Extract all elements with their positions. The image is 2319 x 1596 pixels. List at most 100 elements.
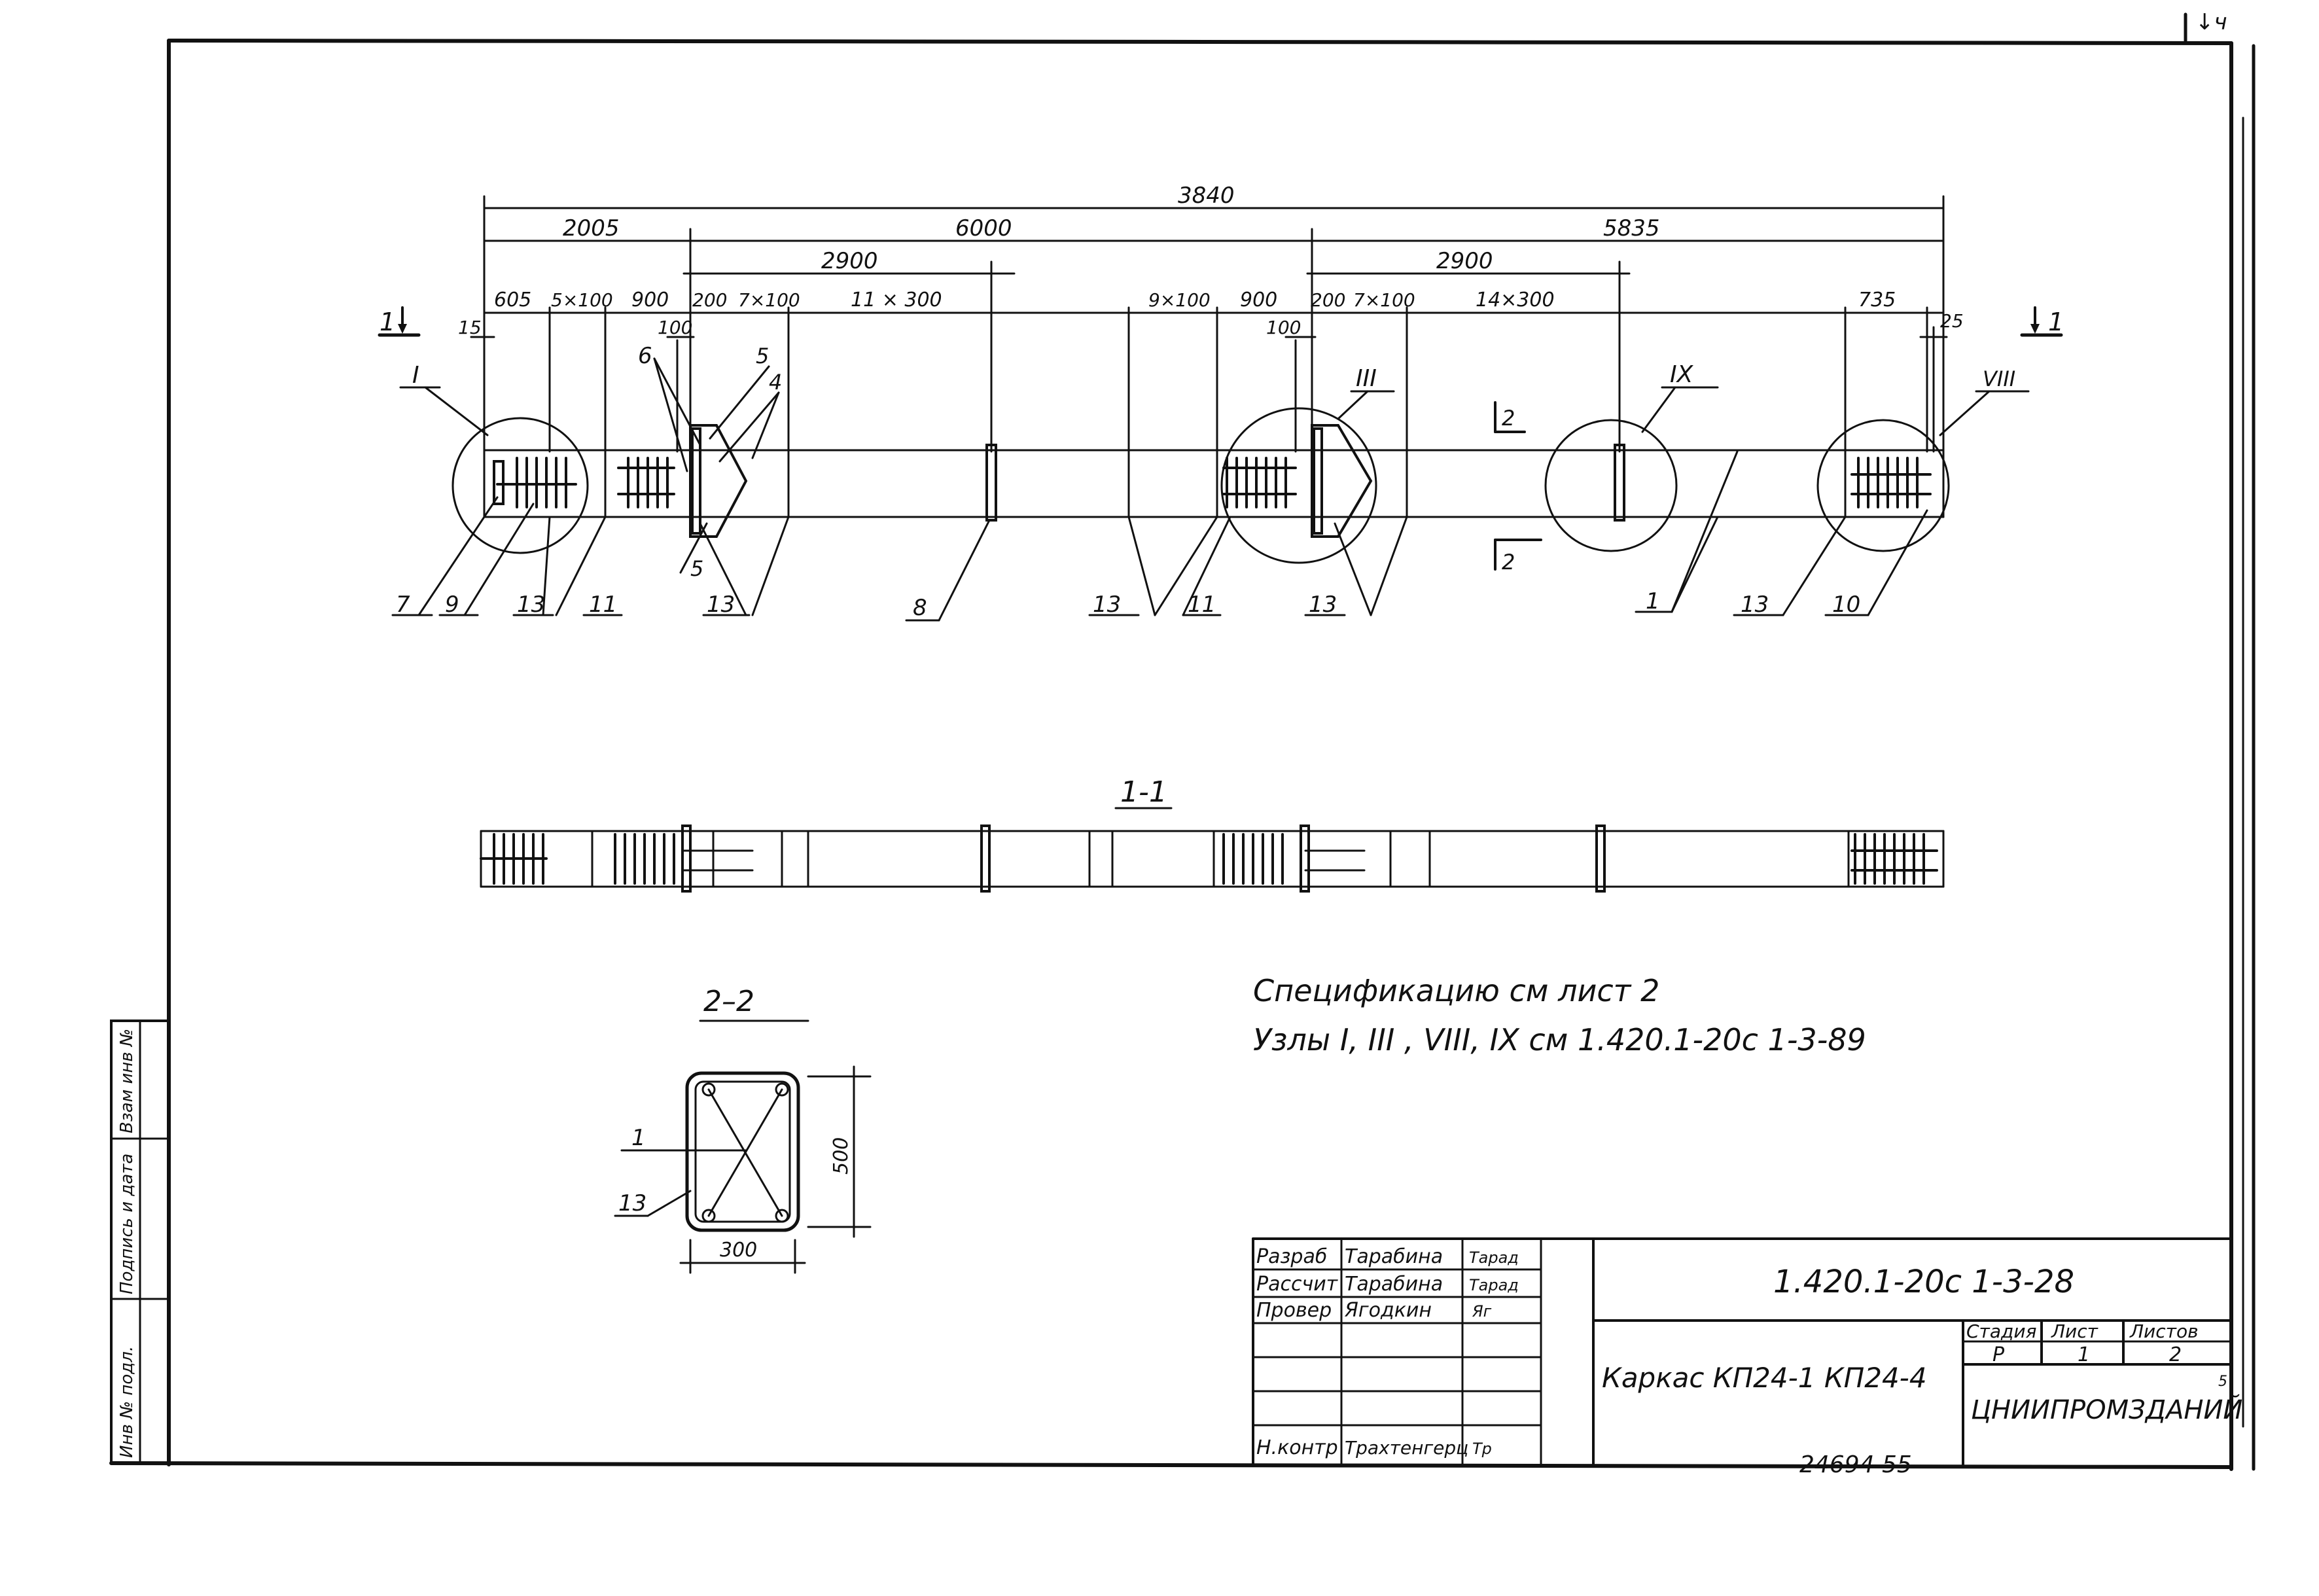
callout-11-b: 11 (1188, 592, 1216, 618)
callout-13-e: 13 (1741, 592, 1769, 618)
node-label-ix-text: IX (1670, 361, 1694, 388)
tb-sign-6: Тр (1472, 1440, 1492, 1458)
section-2-2-height: 500 (830, 1137, 853, 1175)
callout-4: 4 (769, 370, 782, 395)
node-circle-ix (1544, 419, 1678, 552)
callout-1: 1 (1646, 588, 1660, 614)
tb-sheets: 2 (2169, 1343, 2182, 1366)
node-circle-iii (1220, 407, 1377, 564)
section-cut-marker-left: 1 (378, 306, 421, 337)
section-2-label-top: 2 (1502, 406, 1515, 431)
tb-stage-header: Стадия (1966, 1321, 2036, 1342)
dim-9x100: 9×100 (1148, 289, 1211, 311)
node-label-viii-text: VIII (1983, 366, 2015, 391)
callout-13-d: 13 (1309, 592, 1337, 618)
node-label-iii: III (1337, 365, 1395, 420)
callouts-top: 6 5 4 (638, 343, 782, 472)
note-nodes-reference: Узлы I, III , VIII, IX см 1.420.1-20с 1-… (1253, 1022, 1866, 1057)
tb-role-0: Разраб (1256, 1245, 1327, 1268)
note-specification: Спецификацию см лист 2 (1253, 973, 1659, 1008)
stamp-replacement-number: Взам инв № (117, 1029, 137, 1133)
dim-900a: 900 (631, 289, 669, 311)
callout-5-bottom: 5 (690, 556, 703, 581)
joint-plates (493, 424, 1625, 538)
side-stamp: Инв № подл. Подпись и дата Взам инв № (110, 1020, 170, 1464)
section-2-2-callout-13: 13 (618, 1190, 646, 1216)
tb-sheets-header: Листов (2129, 1321, 2199, 1342)
drawing-frame (109, 39, 2256, 1471)
section-1-1-title: 1-1 (1120, 775, 1167, 809)
tb-name-0: Тарабина (1345, 1245, 1443, 1268)
tb-sign-1: Тарад (1469, 1276, 1519, 1294)
tb-footer-number: 24694 55 (1799, 1451, 1912, 1478)
section-2-2-title: 2–2 (703, 985, 754, 1018)
dim-735: 735 (1858, 289, 1896, 311)
tb-stage: Р (1992, 1343, 2005, 1366)
dim-200a: 200 (692, 289, 727, 311)
node-label-ix: IX (1641, 361, 1719, 433)
tb-sheet: 1 (2078, 1343, 2090, 1366)
tb-sign-2: Яг (1472, 1302, 1492, 1321)
section-2-2-width: 300 (720, 1239, 757, 1262)
dim-overall: 3840 (1178, 183, 1235, 209)
section-cut-label-right: 1 (2048, 308, 2064, 336)
dim-right-span: 2900 (1436, 248, 1493, 274)
stamp-signature-date: Подпись и дата (117, 1154, 137, 1294)
dimension-lines (470, 195, 1948, 505)
dim-605: 605 (494, 289, 531, 311)
callout-6: 6 (638, 343, 652, 369)
tb-name-1: Тарабина (1345, 1273, 1443, 1296)
section-2-2-callout-1: 1 (631, 1125, 646, 1151)
callouts-bottom: 7 9 13 11 5 13 8 13 11 (391, 450, 1928, 622)
section-2-2-outline (685, 1071, 800, 1232)
section-2-2-view: 2–2 500 300 1 13 (614, 985, 872, 1274)
tb-role-2: Провер (1256, 1299, 1332, 1322)
node-circle-viii (1816, 419, 1950, 552)
tb-role-1: Рассчит (1256, 1273, 1339, 1296)
callout-8: 8 (913, 595, 927, 621)
callout-9: 9 (445, 592, 459, 618)
callout-13-c: 13 (1093, 592, 1121, 618)
dim-middle-segment: 6000 (955, 215, 1012, 241)
tb-role-6: Н.контр (1256, 1436, 1338, 1459)
callout-13-a: 13 (517, 592, 545, 618)
dim-900b: 900 (1240, 289, 1277, 311)
dim-15: 15 (458, 317, 482, 338)
sheet-corner-mark: ↓ч (2195, 9, 2227, 35)
title-block: Разраб Тарабина Тарад Рассчит Тарабина Т… (1252, 1237, 2242, 1478)
dim-7x100b: 7×100 (1353, 289, 1415, 311)
callout-11-a: 11 (589, 592, 617, 618)
node-circle-i (451, 417, 589, 554)
tb-name-6: Трахтенгерц (1345, 1437, 1468, 1459)
section-cut-label-left: 1 (380, 308, 395, 336)
node-label-i-text: I (412, 362, 419, 389)
stirrup-groups (496, 457, 1932, 508)
dim-100a: 100 (658, 317, 692, 338)
dim-left-segment: 2005 (563, 215, 620, 241)
tb-document-code: 1.420.1-20с 1-3-28 (1773, 1264, 2074, 1300)
stamp-inventory-number: Инв № подл. (117, 1346, 137, 1458)
tb-title: Каркас КП24-1 КП24-4 (1602, 1362, 1927, 1394)
tb-sheet-header: Лист (2051, 1321, 2098, 1342)
dim-5x100: 5×100 (551, 289, 613, 311)
dim-left-span: 2900 (821, 248, 878, 274)
tb-sign-0: Тарад (1469, 1249, 1519, 1267)
dim-right-segment: 5835 (1603, 215, 1660, 241)
dim-11x300: 11 × 300 (851, 289, 942, 311)
dim-25: 25 (1940, 310, 1964, 332)
tb-name-2: Ягодкин (1344, 1299, 1432, 1322)
section-cut-marker-right: 1 (2020, 306, 2064, 337)
node-label-viii: VIII (1939, 366, 2030, 436)
callout-13-b: 13 (707, 592, 735, 618)
section-2-label-bottom: 2 (1502, 550, 1515, 575)
tb-corner-mark: 5 (2218, 1374, 2227, 1390)
tb-organization: ЦНИИПРОМЗДАНИЙ (1971, 1394, 2242, 1425)
node-label-iii-text: III (1356, 365, 1377, 392)
dim-14x300: 14×300 (1476, 289, 1555, 311)
section-1-1-view: 1-1 (480, 775, 1945, 893)
callout-7: 7 (396, 592, 410, 618)
section-2-marker: 2 2 (1494, 401, 1542, 575)
node-label-i: I (399, 362, 489, 436)
dim-100b: 100 (1266, 317, 1301, 338)
